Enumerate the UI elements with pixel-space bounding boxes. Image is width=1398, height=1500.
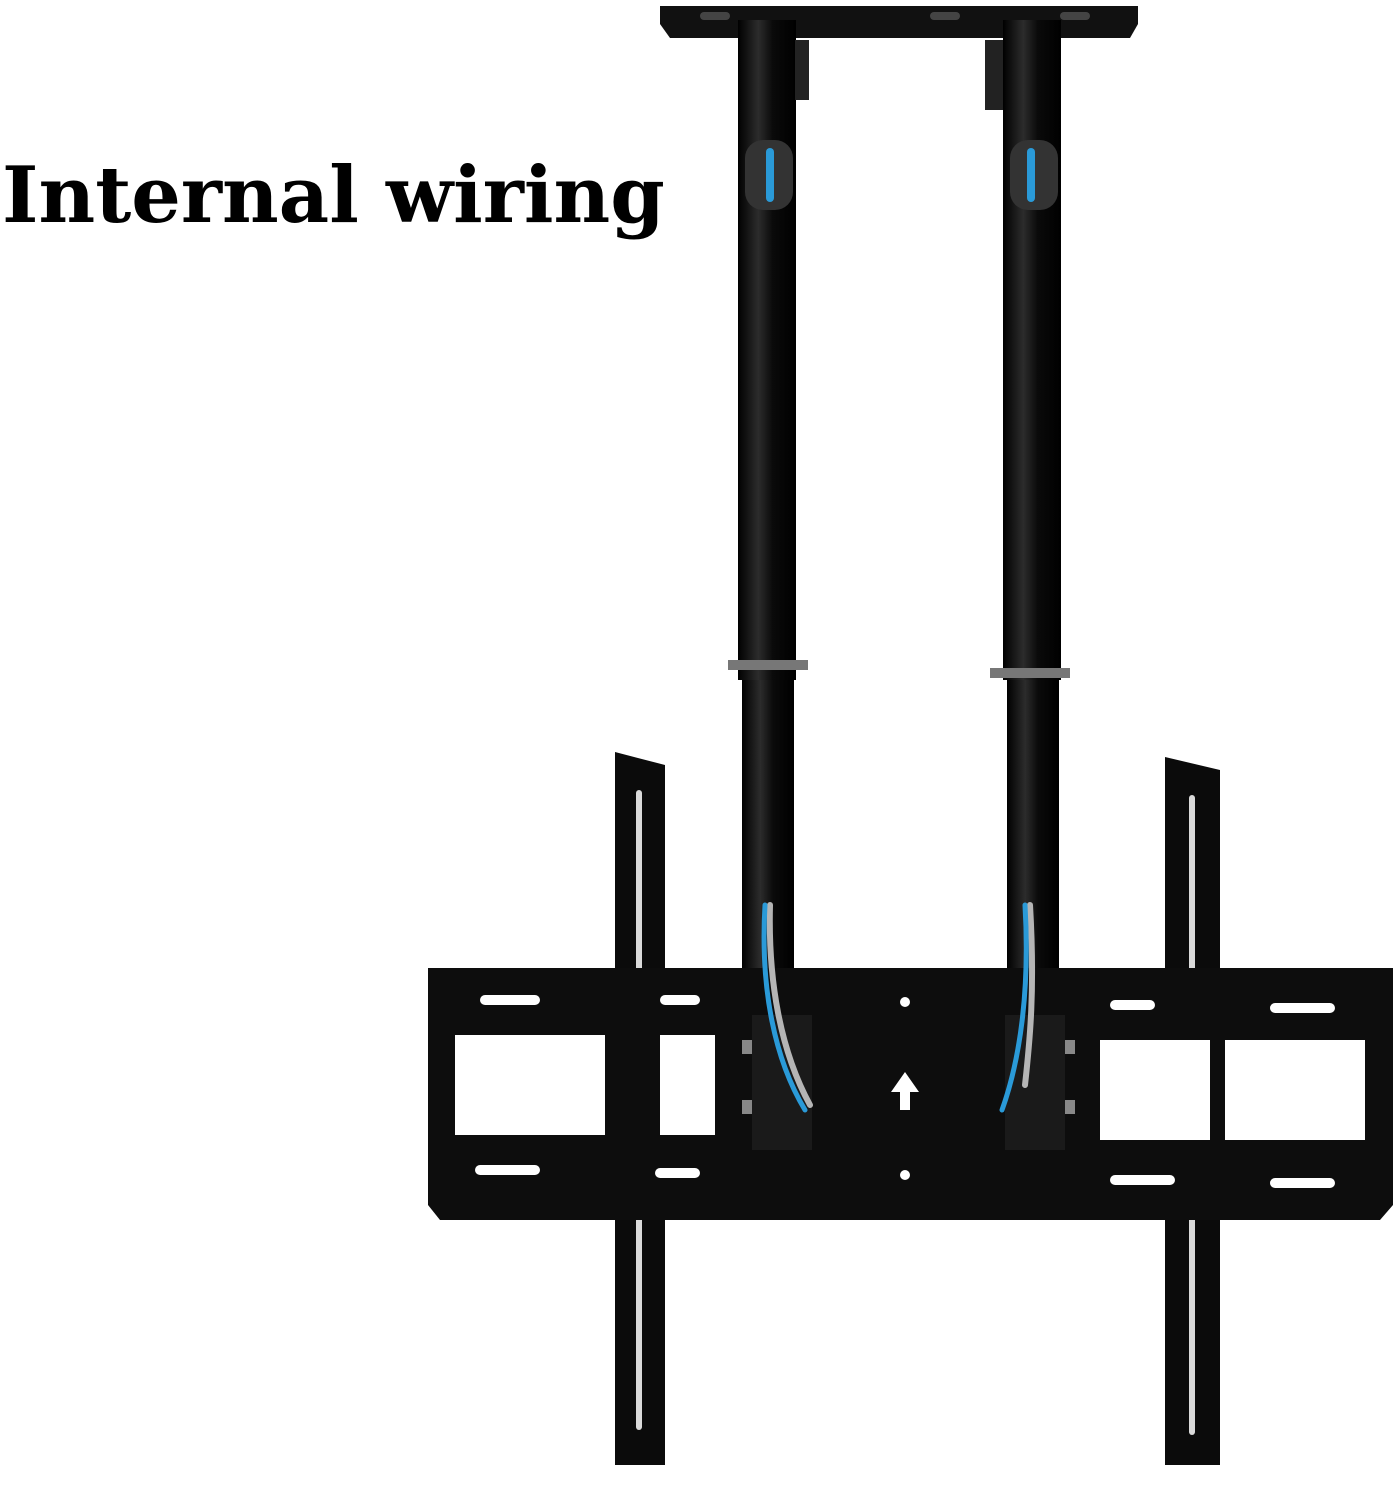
internal-cables xyxy=(761,902,1036,1113)
horizontal-mount-plate xyxy=(428,968,1393,1220)
up-arrow-icon xyxy=(891,1072,919,1110)
ceiling-plate xyxy=(660,6,1138,38)
caption-text: Internal wiring xyxy=(2,150,665,241)
